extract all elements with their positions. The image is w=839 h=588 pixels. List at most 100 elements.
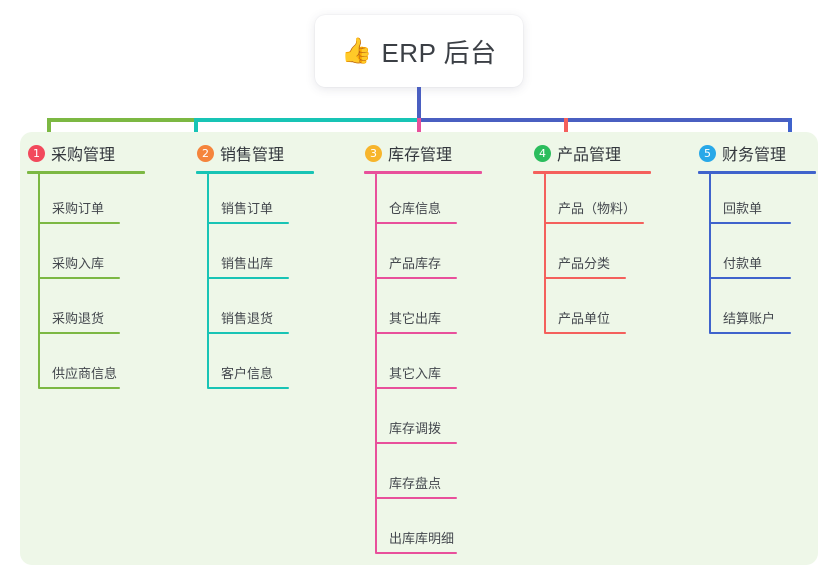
root-node-title: ERP 后台 xyxy=(381,37,497,68)
column-badge-4: 4 xyxy=(534,144,551,162)
item-label: 其它出库 xyxy=(389,311,442,326)
item-rule xyxy=(375,277,457,279)
item-label: 销售出库 xyxy=(221,256,274,271)
item-rule xyxy=(375,332,457,334)
item-label: 采购订单 xyxy=(52,201,105,216)
module-column-finance: 5 财务管理 回款单 付款单 结算账户 xyxy=(691,132,839,339)
column-badge-1: 1 xyxy=(28,144,45,162)
item-label: 出库库明细 xyxy=(389,531,455,546)
item-rule xyxy=(207,277,289,279)
item-rule xyxy=(709,222,791,224)
item-label: 回款单 xyxy=(723,201,763,216)
column-items-5: 回款单 付款单 结算账户 xyxy=(691,174,839,339)
module-column-purchasing: 1 采购管理 采购订单 采购入库 采购退货 供应 xyxy=(20,132,180,394)
item-rule xyxy=(207,222,289,224)
item-label: 供应商信息 xyxy=(52,366,118,381)
column-spine-1 xyxy=(38,174,40,388)
item-rule xyxy=(38,222,120,224)
column-items-4: 产品（物料） 产品分类 产品单位 xyxy=(526,174,686,339)
list-item[interactable]: 仓库信息 xyxy=(357,174,517,229)
column-spine-2 xyxy=(207,174,209,388)
item-rule xyxy=(375,552,457,554)
item-label: 产品（物料） xyxy=(558,201,637,216)
column-items-1: 采购订单 采购入库 采购退货 供应商信息 xyxy=(20,174,180,394)
item-label: 付款单 xyxy=(723,256,763,271)
list-item[interactable]: 库存盘点 xyxy=(357,449,517,504)
list-item[interactable]: 其它出库 xyxy=(357,284,517,339)
column-header-rule-4 xyxy=(533,171,651,174)
item-rule xyxy=(709,277,791,279)
modules-panel: 1 采购管理 采购订单 采购入库 采购退货 供应 xyxy=(20,132,818,565)
column-items-2: 销售订单 销售出库 销售退货 客户信息 xyxy=(189,174,349,394)
column-items-3: 仓库信息 产品库存 其它出库 其它入库 库存调拨 xyxy=(357,174,517,559)
list-item[interactable]: 库存调拨 xyxy=(357,394,517,449)
list-item[interactable]: 采购入库 xyxy=(20,229,180,284)
list-item[interactable]: 其它入库 xyxy=(357,339,517,394)
module-column-inventory: 3 库存管理 仓库信息 产品库存 其它出库 其它 xyxy=(357,132,517,559)
column-badge-2: 2 xyxy=(197,144,214,162)
list-item[interactable]: 销售出库 xyxy=(189,229,349,284)
item-label: 销售退货 xyxy=(221,311,274,326)
module-column-product: 4 产品管理 产品（物料） 产品分类 产品单位 xyxy=(526,132,686,339)
module-column-sales: 2 销售管理 销售订单 销售出库 销售退货 客户 xyxy=(189,132,349,394)
list-item[interactable]: 结算账户 xyxy=(691,284,839,339)
item-rule xyxy=(207,387,289,389)
item-rule xyxy=(544,277,626,279)
item-rule xyxy=(544,222,644,224)
item-rule xyxy=(38,387,120,389)
column-title-2: 销售管理 xyxy=(220,147,285,164)
column-badge-5: 5 xyxy=(699,144,716,162)
item-rule xyxy=(375,387,457,389)
item-label: 其它入库 xyxy=(389,366,442,381)
column-spine-4 xyxy=(544,174,546,333)
list-item[interactable]: 采购退货 xyxy=(20,284,180,339)
item-rule xyxy=(38,332,120,334)
item-rule xyxy=(375,497,457,499)
list-item[interactable]: 付款单 xyxy=(691,229,839,284)
list-item[interactable]: 出库库明细 xyxy=(357,504,517,559)
column-badge-3: 3 xyxy=(365,144,382,162)
item-label: 客户信息 xyxy=(221,366,274,381)
column-header-rule-1 xyxy=(27,171,145,174)
item-label: 结算账户 xyxy=(723,311,776,326)
list-item[interactable]: 回款单 xyxy=(691,174,839,229)
list-item[interactable]: 供应商信息 xyxy=(20,339,180,394)
item-label: 产品库存 xyxy=(389,256,442,271)
item-rule xyxy=(38,277,120,279)
item-rule xyxy=(207,332,289,334)
list-item[interactable]: 销售订单 xyxy=(189,174,349,229)
thumbs-up-icon: 👍 xyxy=(341,36,373,65)
item-label: 产品分类 xyxy=(558,256,611,271)
column-header-2[interactable]: 2 销售管理 xyxy=(189,132,349,174)
list-item[interactable]: 销售退货 xyxy=(189,284,349,339)
item-label: 采购入库 xyxy=(52,256,105,271)
list-item[interactable]: 产品单位 xyxy=(526,284,686,339)
list-item[interactable]: 产品（物料） xyxy=(526,174,686,229)
list-item[interactable]: 客户信息 xyxy=(189,339,349,394)
item-label: 库存盘点 xyxy=(389,476,442,491)
column-header-rule-3 xyxy=(364,171,482,174)
column-header-1[interactable]: 1 采购管理 xyxy=(20,132,180,174)
item-rule xyxy=(709,332,791,334)
item-label: 销售订单 xyxy=(221,201,274,216)
list-item[interactable]: 采购订单 xyxy=(20,174,180,229)
item-label: 采购退货 xyxy=(52,311,105,326)
column-title-3: 库存管理 xyxy=(388,147,453,164)
column-title-5: 财务管理 xyxy=(722,147,787,164)
item-label: 产品单位 xyxy=(558,311,611,326)
column-header-rule-2 xyxy=(196,171,314,174)
column-header-5[interactable]: 5 财务管理 xyxy=(691,132,839,174)
column-header-4[interactable]: 4 产品管理 xyxy=(526,132,686,174)
column-spine-3 xyxy=(375,174,377,553)
item-rule xyxy=(375,222,457,224)
column-header-3[interactable]: 3 库存管理 xyxy=(357,132,517,174)
column-title-1: 采购管理 xyxy=(51,147,116,164)
item-label: 库存调拨 xyxy=(389,421,442,436)
column-title-4: 产品管理 xyxy=(557,147,622,164)
list-item[interactable]: 产品分类 xyxy=(526,229,686,284)
root-node-erp-backend[interactable]: 👍 ERP 后台 xyxy=(315,15,523,87)
item-rule xyxy=(375,442,457,444)
item-rule xyxy=(544,332,626,334)
list-item[interactable]: 产品库存 xyxy=(357,229,517,284)
